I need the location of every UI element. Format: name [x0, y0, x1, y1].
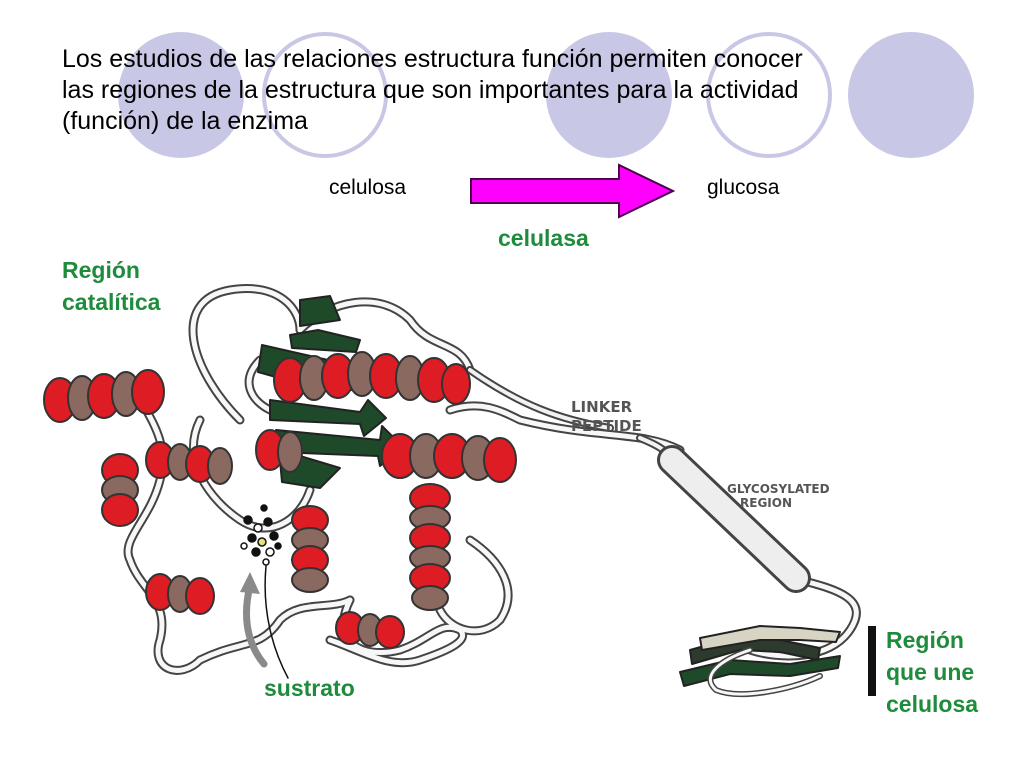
- substrate-label: celulosa: [329, 176, 407, 199]
- linker-label-line2: PEPTIDE: [571, 417, 642, 435]
- substrate-arrow-icon: [243, 582, 268, 668]
- decor-circle: [706, 32, 832, 158]
- linker-label-line1: LINKER: [571, 398, 633, 416]
- reaction-arrow-icon: [470, 163, 676, 219]
- substrate-caption: sustrato: [264, 675, 355, 701]
- alpha-helices: [43, 351, 517, 649]
- decor-circle: [546, 32, 672, 158]
- product-label: glucosa: [707, 176, 780, 199]
- substrate-leader-line: [264, 565, 289, 679]
- decor-circle: [118, 32, 244, 158]
- glyco-label-line1: GLYCOSYLATED: [727, 482, 830, 496]
- binding-region-label: Región que une celulosa: [886, 627, 979, 717]
- decor-circle: [848, 32, 974, 158]
- slide-title: Los estudios de las relaciones estructur…: [62, 45, 803, 135]
- binding-region-bracket: [868, 626, 876, 696]
- substrate-molecule: [240, 504, 282, 566]
- catalytic-region-label: Región catalítica: [62, 257, 161, 315]
- glyco-label-line2: REGION: [740, 496, 792, 510]
- decor-circle: [262, 32, 388, 158]
- enzyme-label: celulasa: [498, 225, 589, 251]
